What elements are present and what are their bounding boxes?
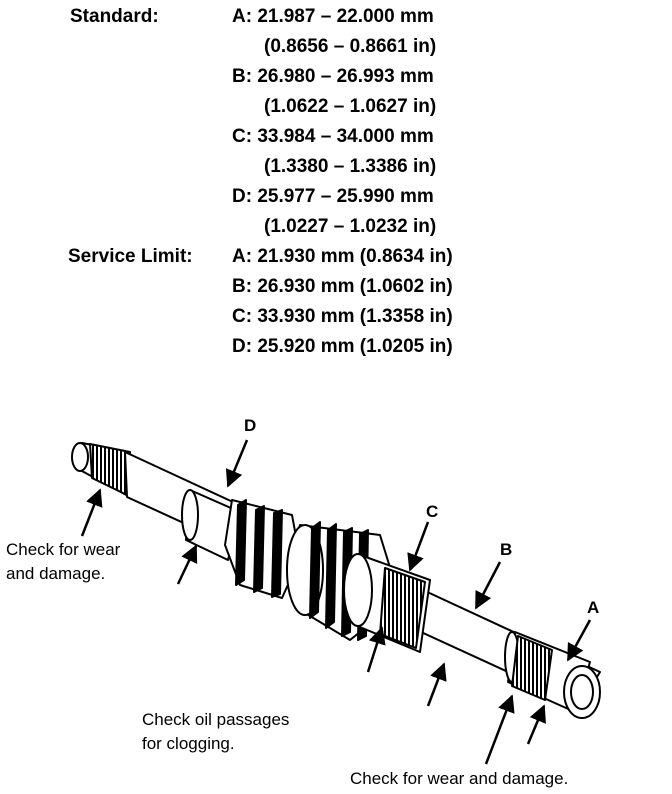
label-d: D	[244, 416, 257, 435]
arrow-bottom-journal	[526, 704, 546, 745]
arrow-oil-b	[426, 662, 447, 707]
arrow-c	[407, 521, 430, 572]
arrow-bottom-splines	[484, 694, 515, 765]
standard-d-in: (1.0227 – 1.0232 in)	[264, 216, 437, 237]
left-splines	[89, 443, 128, 496]
service-limit-a: A: 21.930 mm (0.8634 in)	[232, 246, 453, 267]
standard-b-mm: B: 26.980 – 26.993 mm	[232, 66, 434, 87]
arrow-left-journal	[176, 544, 198, 585]
service-limit-label: Service Limit:	[68, 246, 193, 267]
arrow-left-splines	[80, 488, 103, 537]
arrow-b	[474, 561, 502, 610]
standard-c-mm: C: 33.984 – 34.000 mm	[232, 126, 434, 147]
service-limit-d: D: 25.920 mm (1.0205 in)	[232, 336, 453, 357]
service-limit-b: B: 26.930 mm (1.0602 in)	[232, 276, 453, 297]
standard-c-in: (1.3380 – 1.3386 in)	[264, 156, 437, 177]
standard-d-mm: D: 25.977 – 25.990 mm	[232, 186, 434, 207]
arrow-d	[225, 439, 249, 488]
callout-oil-line1: Check oil passages	[142, 710, 290, 729]
arrow-oil-c	[366, 626, 386, 673]
standard-a-in: (0.8656 – 0.8661 in)	[264, 36, 437, 57]
label-c: C	[426, 502, 439, 521]
callout-left-line1: Check for wear	[6, 540, 121, 559]
standard-a-mm: A: 21.987 – 22.000 mm	[232, 6, 434, 27]
callout-oil-line2: for clogging.	[142, 734, 235, 753]
right-shaft-end	[563, 665, 601, 719]
callout-left-line2: and damage.	[6, 564, 106, 583]
service-limit-c: C: 33.930 mm (1.3358 in)	[232, 306, 453, 327]
first-gear	[224, 499, 301, 599]
arrow-a	[566, 619, 592, 662]
callout-bottom: Check for wear and damage.	[350, 769, 569, 788]
standard-label: Standard:	[70, 6, 159, 27]
standard-b-in: (1.0622 – 1.0627 in)	[264, 96, 437, 117]
label-a: A	[587, 598, 600, 617]
label-b: B	[500, 540, 513, 559]
journal-c	[343, 553, 431, 653]
